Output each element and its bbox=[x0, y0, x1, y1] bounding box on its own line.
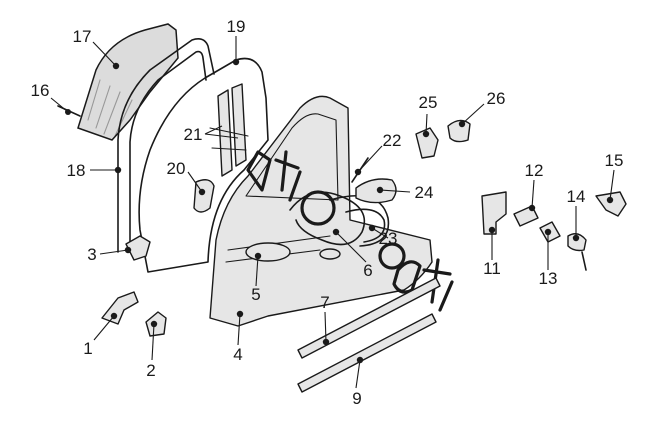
callout-7: 7 bbox=[320, 293, 329, 312]
callout-labels: 1 2 3 4 5 6 7 9 11 12 13 14 15 16 17 18 … bbox=[31, 17, 624, 408]
callout-6: 6 bbox=[363, 261, 372, 280]
callout-21: 21 bbox=[184, 125, 203, 144]
leader-dots bbox=[65, 58, 614, 364]
callout-22: 22 bbox=[383, 131, 402, 150]
callout-9: 9 bbox=[352, 389, 361, 408]
part-3-hinge bbox=[125, 235, 151, 261]
callout-25: 25 bbox=[419, 93, 438, 112]
callout-3: 3 bbox=[87, 245, 96, 264]
part-17-window-glass bbox=[77, 23, 179, 141]
callout-4: 4 bbox=[233, 345, 242, 364]
callout-24: 24 bbox=[415, 183, 434, 202]
callout-11: 11 bbox=[483, 259, 501, 278]
callout-14: 14 bbox=[567, 187, 586, 206]
part-18-glass-run-channel bbox=[117, 38, 215, 253]
callout-13: 13 bbox=[539, 269, 558, 288]
part-11-housing bbox=[481, 191, 507, 235]
callout-12: 12 bbox=[525, 161, 544, 180]
callout-2: 2 bbox=[146, 361, 155, 380]
callout-1: 1 bbox=[83, 339, 92, 358]
part-9-moulding bbox=[297, 313, 437, 393]
part-21-regulator bbox=[209, 83, 249, 177]
callout-15: 15 bbox=[605, 151, 624, 170]
callout-19: 19 bbox=[227, 17, 246, 36]
part-23-cable bbox=[345, 208, 386, 243]
callout-17: 17 bbox=[73, 27, 92, 46]
callout-18: 18 bbox=[67, 161, 86, 180]
part-5-inner-handle bbox=[245, 242, 291, 262]
callout-23: 23 bbox=[379, 229, 398, 248]
part-14-key bbox=[567, 233, 587, 271]
part-7-moulding bbox=[297, 277, 441, 359]
part-4-door-shell bbox=[209, 95, 433, 327]
callout-20: 20 bbox=[167, 159, 186, 178]
part-25-clip bbox=[415, 127, 439, 159]
part-1-hinge bbox=[101, 291, 139, 325]
callout-5: 5 bbox=[251, 285, 260, 304]
callout-16: 16 bbox=[31, 81, 50, 100]
callout-26: 26 bbox=[487, 89, 506, 108]
part-15-striker bbox=[595, 191, 627, 217]
